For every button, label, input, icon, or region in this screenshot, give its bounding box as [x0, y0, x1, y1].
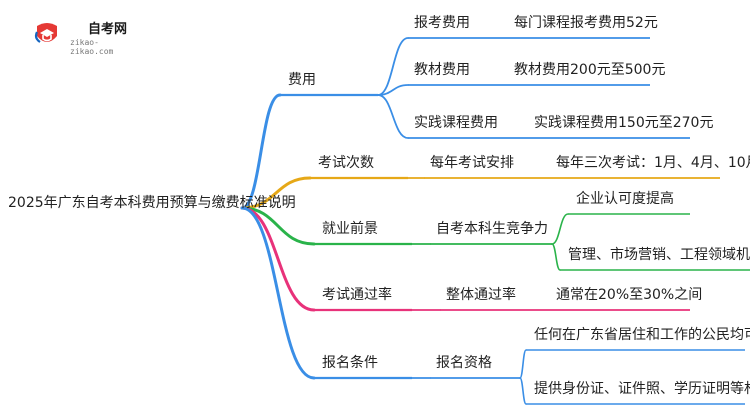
leaf-label: 教材费用200元至500元 — [514, 62, 666, 78]
branch-connector — [240, 93, 282, 210]
leaf-label: 每门课程报考费用52元 — [514, 15, 658, 31]
site-logo: 自考网 zikao-zikao.com — [32, 14, 142, 56]
subtopic-connector — [377, 84, 409, 96]
subtopic-label: 实践课程费用 — [414, 115, 498, 131]
leaf-connector — [519, 349, 527, 379]
branch-connector — [240, 176, 312, 210]
subtopic-connector — [377, 37, 409, 96]
leaf-label: 提供身份证、证件照、学历证明等材料 — [534, 381, 750, 397]
subtopic-label: 报名资格 — [436, 355, 492, 371]
subtopic-label: 每年考试安排 — [430, 155, 514, 171]
branch-label: 报名条件 — [322, 355, 378, 371]
leaf-label: 管理、市场营销、工程领域机会多 — [568, 247, 750, 263]
leaf-label: 实践课程费用150元至270元 — [534, 115, 714, 131]
logo-subtitle: zikao-zikao.com — [70, 38, 114, 56]
branch-label: 考试通过率 — [322, 287, 392, 303]
root-topic: 2025年广东自考本科费用预算与缴费标准说明 — [8, 195, 296, 211]
leaf-connector — [551, 243, 561, 271]
subtopic-connector — [377, 94, 409, 139]
subtopic-label: 整体通过率 — [446, 287, 516, 303]
logo-title: 自考网 — [88, 22, 128, 37]
leaf-label: 通常在20%至30%之间 — [556, 287, 703, 303]
subtopic-label: 自考本科生竞争力 — [436, 221, 548, 237]
branch-label: 就业前景 — [322, 221, 378, 237]
leaf-connector — [519, 377, 527, 405]
subtopic-label: 教材费用 — [414, 62, 470, 78]
leaf-label: 每年三次考试：1月、4月、10月 — [556, 155, 750, 171]
subtopic-label: 报考费用 — [414, 15, 470, 31]
branch-label: 费用 — [288, 72, 316, 88]
branch-connector — [240, 206, 316, 246]
branch-connector — [240, 206, 316, 380]
branch-connector — [240, 206, 316, 312]
branch-label: 考试次数 — [318, 155, 374, 171]
leaf-connector — [551, 213, 569, 245]
leaf-label: 企业认可度提高 — [576, 191, 674, 207]
leaf-label: 任何在广东省居住和工作的公民均可报名 — [534, 327, 750, 343]
graduation-cap-icon — [34, 23, 57, 43]
